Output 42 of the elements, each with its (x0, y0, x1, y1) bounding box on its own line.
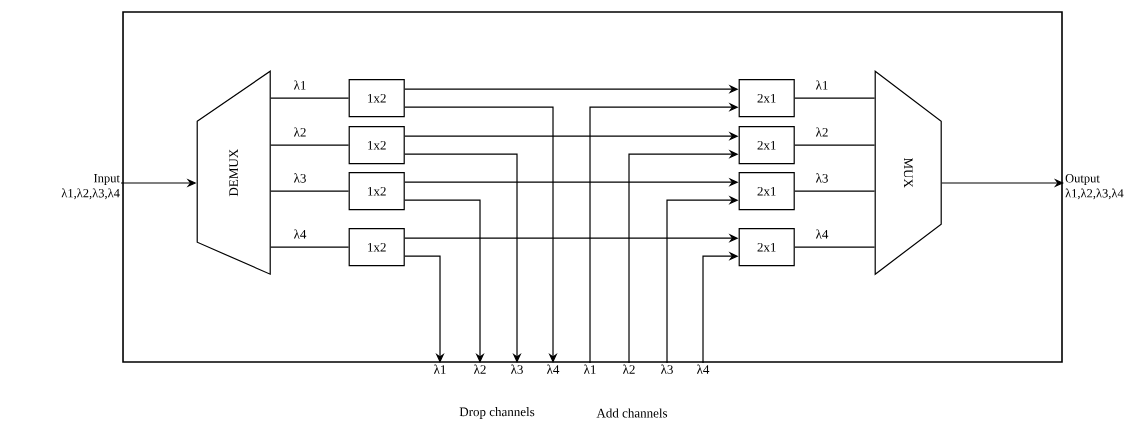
demux-trapezoid: DEMUX (196, 70, 271, 276)
input-label: Input λ1,λ2,λ3,λ4 (61, 174, 120, 200)
edge-label: λ2 (293, 127, 306, 137)
outer-frame (122, 11, 1063, 363)
channel-label: λ1 (433, 364, 446, 374)
connector-line (270, 190, 350, 192)
channel-label: λ4 (546, 364, 560, 374)
edge-label: λ3 (815, 173, 828, 183)
output-label: Output λ1,λ2,λ3,λ4 (1065, 174, 1124, 200)
combiner-box: 2x1 (738, 172, 795, 211)
channel-label: λ2 (622, 364, 635, 374)
splitter-box: 1x2 (348, 172, 405, 211)
edge-label: λ4 (293, 229, 307, 239)
arrow (404, 199, 485, 363)
edge-label: λ3 (293, 173, 306, 183)
splitter-box: 1x2 (348, 79, 405, 118)
splitter-box: 1x2 (348, 228, 405, 267)
edge-label: λ4 (815, 229, 829, 239)
connector-line (794, 144, 876, 146)
edge-label: λ2 (815, 127, 828, 137)
channel-label: λ4 (696, 364, 710, 374)
channel-label: λ3 (510, 364, 523, 374)
channel-label: λ1 (583, 364, 596, 374)
connector-line (270, 246, 350, 248)
edge-label: λ1 (293, 80, 306, 90)
combiner-box: 2x1 (738, 228, 795, 267)
caption-text: Add channels (596, 408, 668, 418)
arrow (404, 255, 445, 363)
channel-label: λ3 (660, 364, 673, 374)
edge-label: λ1 (815, 80, 828, 90)
connector-line (794, 246, 876, 248)
connector-line (270, 144, 350, 146)
connector-line (794, 97, 876, 99)
arrow (404, 106, 558, 363)
connector-line (794, 190, 876, 192)
combiner-box: 2x1 (738, 79, 795, 118)
combiner-box: 2x1 (738, 126, 795, 165)
channel-label: λ2 (473, 364, 486, 374)
caption-text: Drop channels (459, 407, 535, 419)
splitter-box: 1x2 (348, 126, 405, 165)
arrow (404, 153, 522, 363)
connector-line (270, 97, 350, 99)
